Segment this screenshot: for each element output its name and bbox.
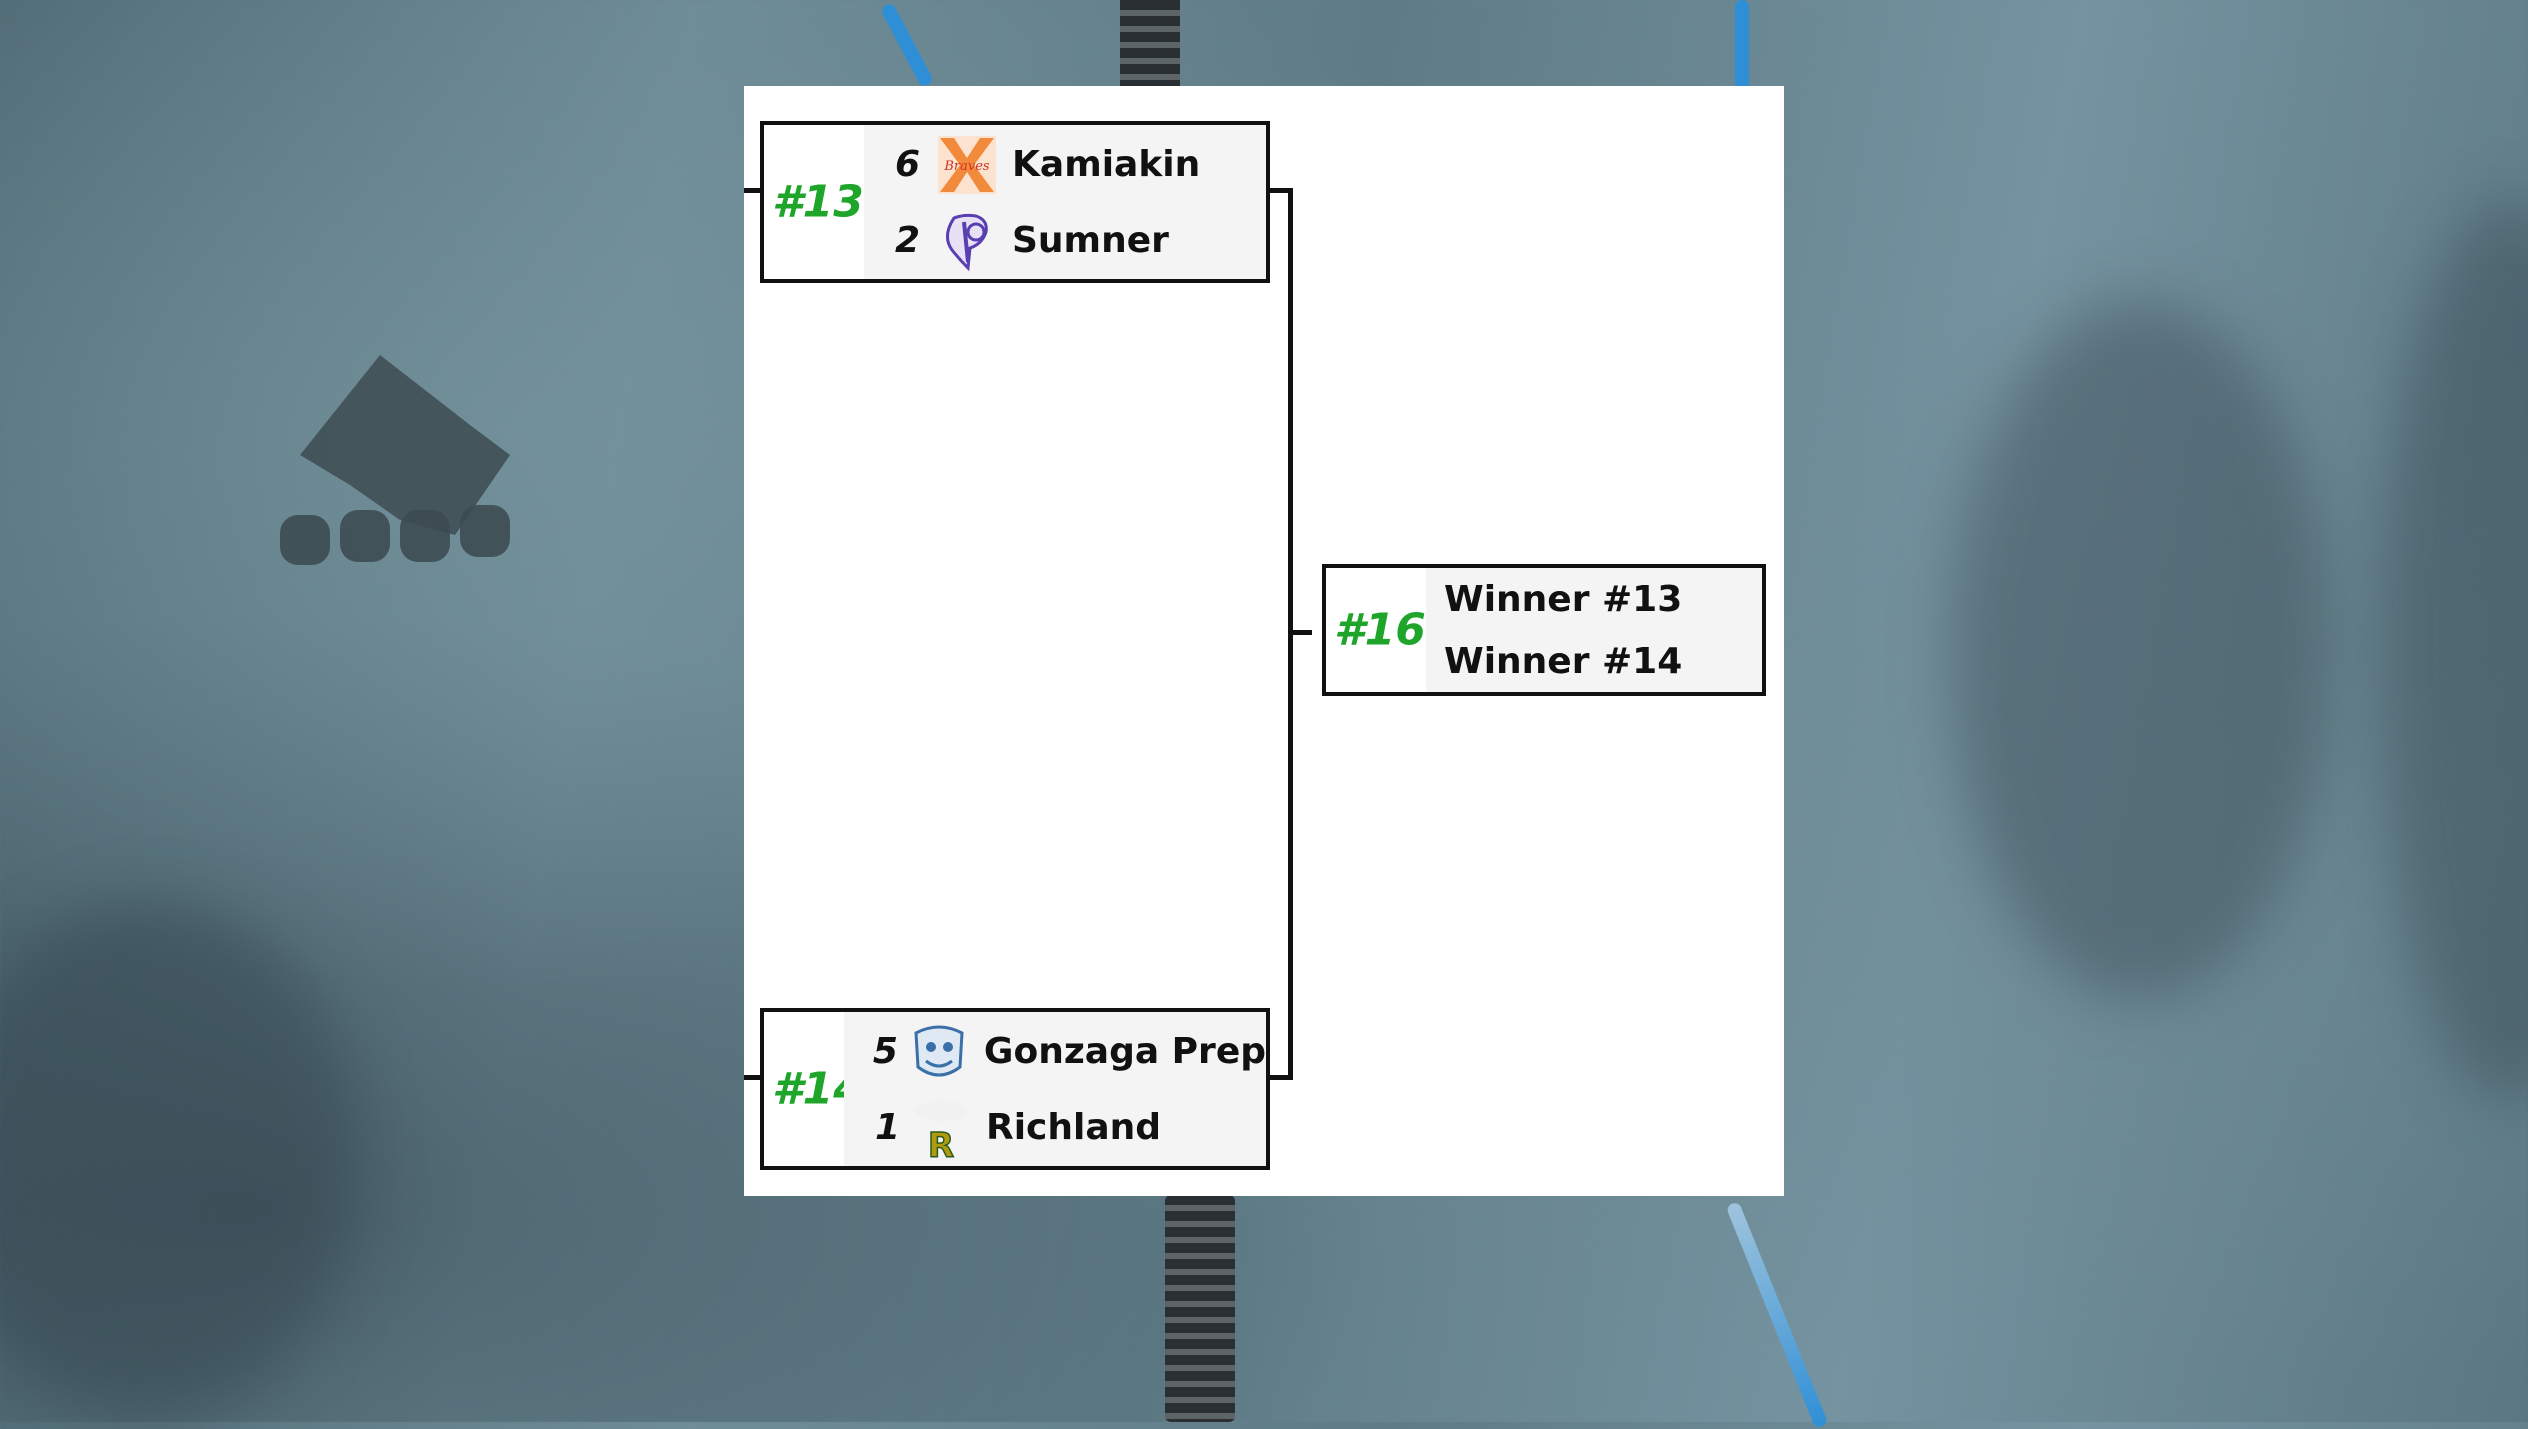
team-slot-kamiakin[interactable]: 6 Braves Kamiakin [864, 125, 1266, 206]
team-seed: 1 [874, 1107, 900, 1148]
team-slot-sumner[interactable]: 2 Sumner [864, 202, 1266, 279]
team-seed: 2 [894, 220, 920, 261]
bracket-connector-16 [1288, 630, 1312, 635]
team-seed: 5 [872, 1031, 898, 1072]
adidas-logo [280, 355, 510, 565]
bracket-connector-13 [1268, 188, 1292, 193]
team-slot-winner-14[interactable]: Winner #14 [1426, 630, 1762, 692]
bracket-stub-14 [744, 1075, 760, 1080]
bracket-stub-13 [744, 188, 760, 193]
team-name: Kamiakin [1012, 144, 1201, 185]
team-name: Winner #13 [1444, 578, 1683, 620]
zipper [1165, 1195, 1235, 1422]
match-13[interactable]: #13 6 Braves Kamiakin 2 Sumner [760, 121, 1270, 283]
svg-text:Braves: Braves [943, 159, 990, 174]
match-number: #13 [772, 176, 864, 228]
team-slot-richland[interactable]: 1 R Richland [844, 1089, 1266, 1166]
match-14[interactable]: #14 5 Gonzaga Prep 1 R Richland [760, 1008, 1270, 1170]
match-16[interactable]: #16 Winner #13 Winner #14 [1322, 564, 1766, 696]
drawstring-cord [1735, 0, 1749, 90]
tournament-bracket: #13 6 Braves Kamiakin 2 Sumner #14 5 [744, 86, 1784, 1196]
fabric-shadow [0, 900, 360, 1420]
fabric-shadow [1950, 300, 2330, 1000]
match-number: #16 [1334, 604, 1426, 656]
team-name: Sumner [1012, 220, 1169, 261]
team-seed: 6 [894, 144, 920, 185]
gonzaga-bulldog-logo [914, 1025, 964, 1076]
team-slot-gonzaga-prep[interactable]: 5 Gonzaga Prep [844, 1012, 1266, 1093]
svg-text:R: R [928, 1126, 954, 1161]
team-name: Gonzaga Prep [983, 1031, 1266, 1072]
drawstring-cord [879, 1, 935, 89]
fabric-shadow [2380, 200, 2528, 1100]
team-name: Winner #14 [1444, 640, 1683, 682]
kamiakin-braves-logo: Braves [938, 135, 996, 194]
richland-r-logo: R [915, 1100, 967, 1161]
team-slot-winner-13[interactable]: Winner #13 [1426, 568, 1762, 632]
bracket-connector-14 [1268, 1075, 1292, 1080]
team-name: Richland [986, 1107, 1162, 1148]
zipper-top [1120, 0, 1180, 90]
sumner-spartan-logo [946, 213, 988, 271]
drawstring-cord [1725, 1201, 1829, 1429]
